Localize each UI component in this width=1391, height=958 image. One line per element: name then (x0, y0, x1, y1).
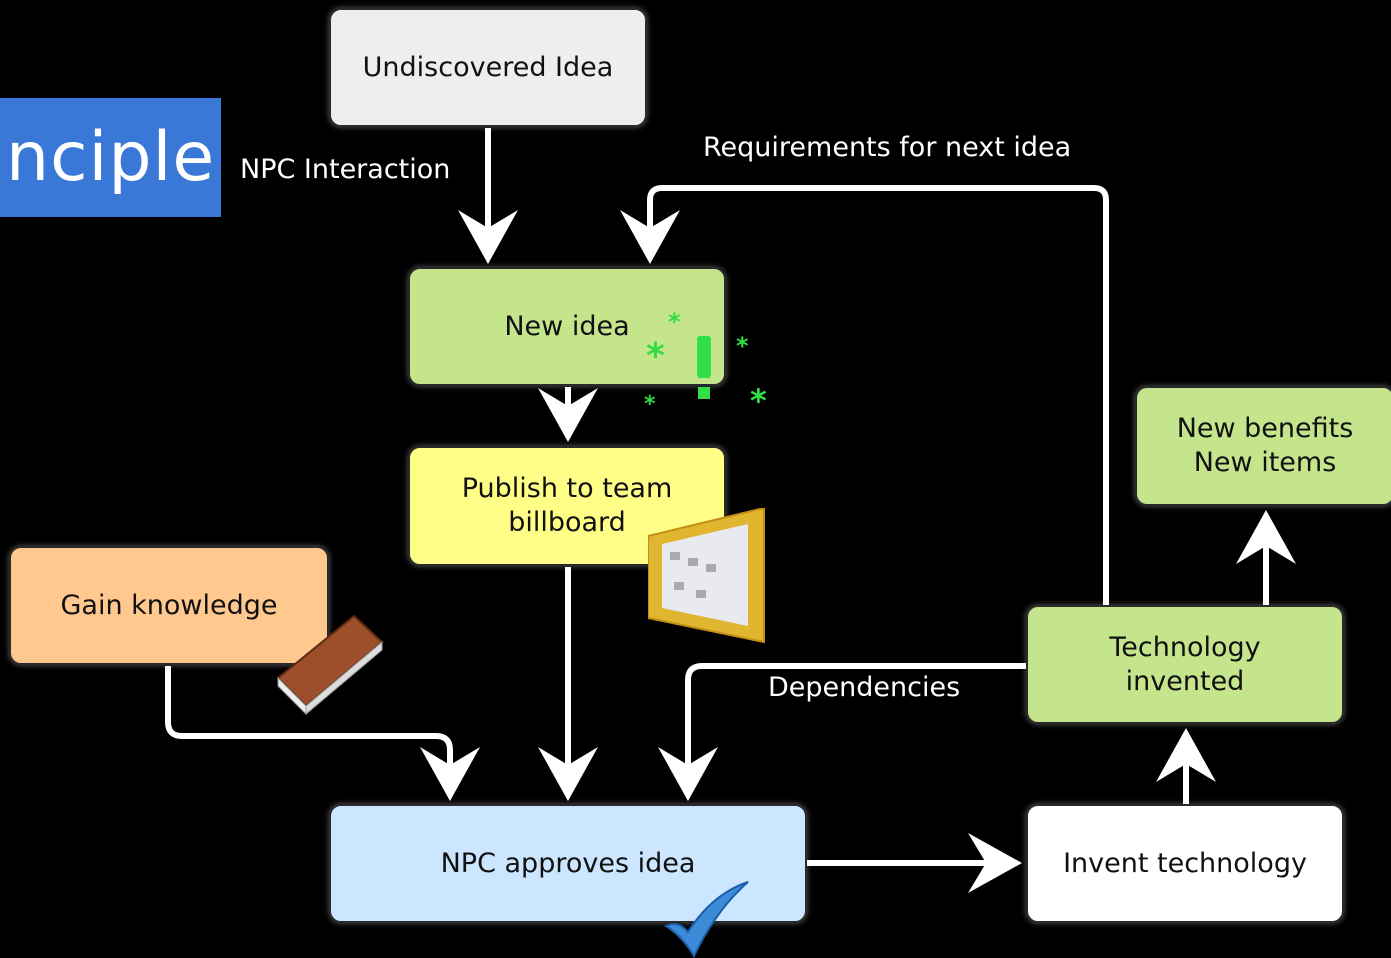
node-invent-technology: Invent technology (1026, 804, 1344, 923)
node-label: Invent technology (1063, 847, 1307, 879)
node-label: Gain knowledge (60, 589, 278, 621)
node-label: New benefits New items (1176, 413, 1354, 478)
node-label: Undiscovered Idea (362, 51, 614, 83)
node-new-idea: New idea (408, 267, 726, 386)
node-label: Publish to team billboard (461, 473, 673, 538)
billboard-icon (648, 508, 765, 644)
edge-label-npc-interaction: NPC Interaction (240, 154, 451, 185)
node-label: New idea (504, 310, 630, 342)
logo-banner: nciple (0, 98, 221, 217)
checkmark-icon (664, 881, 749, 958)
node-gain-knowledge: Gain knowledge (9, 546, 329, 665)
node-technology-invented: Technology invented (1026, 605, 1344, 724)
edge-label-requirements: Requirements for next idea (703, 132, 1072, 163)
node-label: NPC approves idea (440, 847, 696, 879)
node-new-benefits: New benefits New items (1135, 386, 1391, 506)
edge-label-dependencies: Dependencies (768, 672, 961, 703)
logo-text: nciple (6, 118, 216, 197)
book-icon (276, 614, 384, 716)
node-undiscovered-idea: Undiscovered Idea (329, 8, 647, 127)
node-label: Technology invented (1109, 631, 1261, 697)
